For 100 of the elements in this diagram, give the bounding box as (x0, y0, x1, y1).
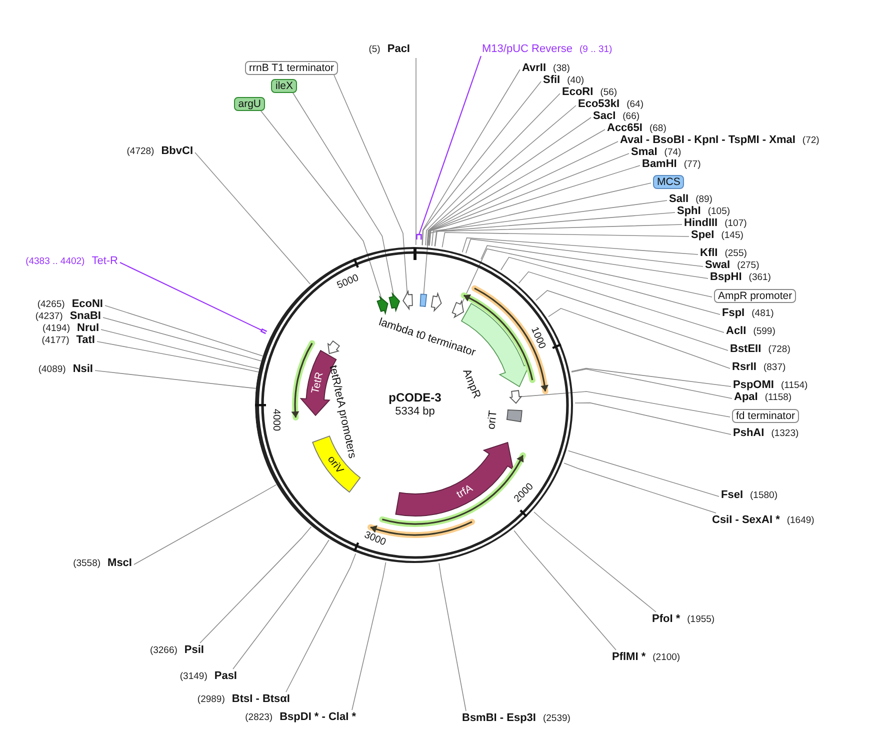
site-position: (599) (753, 325, 776, 338)
site-position: (4237) (35, 310, 63, 323)
site-position: (4177) (42, 334, 70, 347)
feature-label: oriT (486, 410, 500, 430)
enzyme-name: RsrII (732, 361, 756, 374)
leader-line (428, 153, 630, 246)
leader-line (102, 317, 262, 362)
leader-line (434, 212, 676, 247)
scale-label: 5000 (336, 272, 360, 292)
leader-line (426, 105, 576, 246)
site-position: (275) (737, 259, 760, 272)
site-position: (837) (763, 361, 786, 374)
leader-line (536, 290, 728, 351)
enzyme-name: SpeI (691, 229, 714, 242)
enzyme-name: SmaI (631, 146, 658, 159)
leader-line (100, 329, 260, 370)
site-position: (145) (721, 229, 744, 242)
leader-line (462, 237, 698, 255)
leader-line (428, 141, 618, 246)
feature-label: argU (234, 97, 265, 111)
site-position: (4728) (126, 145, 154, 158)
site-position: (4194) (42, 322, 70, 335)
leader-line (352, 562, 386, 710)
leader-line (104, 305, 264, 356)
primer-position: (4383 .. 4402) (26, 255, 85, 268)
enzyme-name: PfoI * (652, 613, 680, 626)
scale-label: 3000 (362, 530, 388, 549)
site-position: (89) (696, 193, 712, 206)
enzyme-name: SnaBI (70, 310, 101, 323)
enzyme-name: PflMI * (612, 651, 646, 664)
leader-line (571, 368, 732, 399)
enzyme-name: SacI (593, 110, 616, 123)
feature-label: TetR (308, 370, 326, 394)
enzyme-name: PacI (387, 43, 410, 56)
leader-line (568, 450, 720, 497)
site-position: (64) (626, 98, 644, 111)
leader-line (96, 341, 259, 372)
enzyme-name: NruI (77, 322, 99, 335)
site-position: (1323) (771, 427, 799, 440)
site-position: (1580) (750, 489, 778, 502)
plasmid-name: pCODE-3 (388, 392, 442, 404)
leader-line (200, 526, 312, 644)
enzyme-name: SphI (677, 205, 701, 218)
site-position: (107) (724, 217, 747, 230)
site-position: (105) (708, 205, 730, 218)
feature-label: fd terminator (732, 409, 799, 423)
site-position: (3266) (150, 644, 178, 657)
leader-line (194, 152, 311, 284)
enzyme-name: EcoRI (562, 86, 594, 99)
enzyme-name: MscI (108, 557, 132, 570)
leader-line (134, 484, 277, 565)
site-position: (1154) (780, 379, 808, 392)
enzyme-name: AvrII (522, 62, 546, 75)
leader-line (431, 200, 668, 246)
leader-line (292, 92, 394, 297)
site-position: (3558) (73, 557, 101, 570)
site-position: (56) (600, 86, 618, 99)
site-position: (1649) (786, 514, 814, 527)
leader-line (500, 256, 720, 315)
site-position: (4089) (38, 363, 66, 376)
site-position: (77) (684, 158, 701, 171)
plasmid-size: 5334 bp (395, 406, 435, 418)
enzyme-name: FspI (722, 307, 745, 320)
site-position: (3149) (180, 670, 208, 683)
leader-line (429, 165, 640, 246)
enzyme-name: EcoNI (72, 298, 103, 311)
site-position: (74) (664, 146, 682, 159)
enzyme-name: ApaI (734, 391, 758, 404)
leader-line (94, 370, 256, 389)
feature-label: MCS (653, 175, 684, 189)
leader-line (564, 462, 716, 514)
site-position: (2989) (197, 693, 225, 706)
leader-line (571, 368, 732, 387)
feature-label: trfA (454, 482, 476, 502)
feature-label: rrnB T1 terminator (245, 61, 338, 75)
site-position: (481) (752, 307, 774, 320)
primer-name: Tet-R (92, 255, 118, 268)
leader-line (232, 540, 330, 670)
enzyme-name: SfiI (543, 74, 560, 87)
site-position: (68) (649, 122, 666, 135)
scale-label: 1000 (528, 326, 548, 351)
enzyme-name: SwaI (705, 259, 730, 272)
leader-line (120, 262, 262, 331)
enzyme-name: BbvCI (161, 145, 193, 158)
enzyme-name: AvaI - BsoBI - KpnI - TspMI - XmaI (620, 134, 796, 147)
site-position: (2539) (542, 712, 570, 725)
enzyme-name: KflI (700, 247, 718, 260)
site-position: (4265) (37, 298, 65, 311)
primer-position: (9 .. 31) (579, 43, 612, 56)
leader-line (422, 81, 542, 246)
feature-label: AmpR promoter (714, 289, 796, 303)
leader-line (518, 391, 730, 418)
site-position: (2100) (652, 651, 680, 664)
feature-label: oriV (324, 454, 346, 477)
enzyme-name: BspDI * - ClaI * (280, 711, 356, 724)
leader-line (534, 512, 656, 612)
leader-line (422, 69, 520, 246)
enzyme-name: Eco53kI (578, 98, 620, 111)
feature-label: AmpR (459, 367, 483, 401)
enzyme-name: BamHI (642, 158, 677, 171)
